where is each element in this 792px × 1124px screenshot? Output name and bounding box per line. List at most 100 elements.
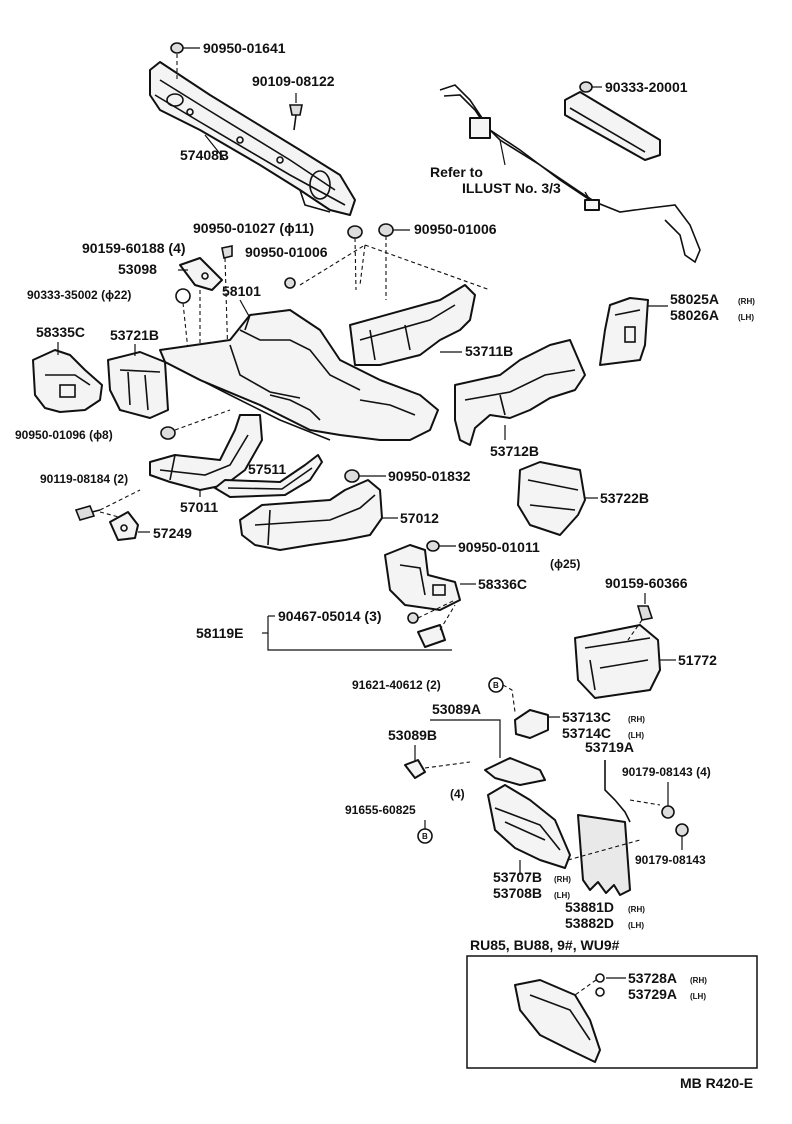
label-90333-35002: 90333-35002 (ϕ22) (27, 288, 131, 302)
label-51772: 51772 (678, 652, 717, 668)
part-53712b-wheelhouse (454, 339, 586, 446)
inset-box (466, 955, 758, 1069)
part-58025a-side-panel (599, 297, 649, 366)
part-53728a-guard (514, 973, 605, 1063)
tag-53882d-lh: (LH) (628, 921, 644, 930)
label-57249: 57249 (153, 525, 192, 541)
fastener-90950-01641 (170, 42, 200, 82)
leader-58101 (239, 299, 251, 319)
label-models: RU85, BU88, 9#, WU9# (470, 937, 620, 953)
part-51772-step (574, 624, 661, 699)
part-58336c-bracket (384, 544, 461, 611)
tag-53714c-lh: (LH) (628, 731, 644, 740)
fastener-90950-01011 (426, 540, 440, 552)
label-53719a: 53719A (585, 739, 634, 755)
label-58101: 58101 (222, 283, 261, 299)
label-90950-01641: 90950-01641 (203, 40, 286, 56)
label-58336c: 58336C (478, 576, 527, 592)
fastener-90950-01832 (344, 469, 360, 483)
part-53881d-mudflap (567, 814, 641, 896)
fastener-90159-60366 (627, 605, 654, 641)
tag-53708b-lh: (LH) (554, 891, 570, 900)
label-illust: ILLUST No. 3/3 (462, 180, 561, 196)
part-brake-line-assembly (439, 84, 701, 264)
tag-53713c-rh: (RH) (628, 715, 645, 724)
part-53713c-bracket (514, 709, 549, 739)
label-90467-05014: 90467-05014 (3) (278, 608, 382, 624)
tag-53881d-rh: (RH) (628, 905, 645, 914)
label-refer-to: Refer to (430, 164, 483, 180)
tag-53728a-rh: (RH) (690, 976, 707, 985)
reference-code: MB R420-E (680, 1075, 753, 1091)
label-53728a: 53728A (628, 970, 677, 986)
fastener-90950-01006-a (378, 223, 410, 300)
part-53722b-panel (517, 461, 586, 536)
label-91621-40612: 91621-40612 (2) (352, 678, 441, 692)
label-53882d: 53882D (565, 915, 614, 931)
fastener-90950-01006-b (284, 277, 296, 289)
fastener-90179-08143-a (661, 805, 675, 819)
label-53713c: 53713C (562, 709, 611, 725)
label-91655-60825: 91655-60825 (345, 803, 416, 817)
part-53711b-panel (349, 284, 476, 366)
label-57511: 57511 (248, 461, 286, 477)
label-53707b: 53707B (493, 869, 542, 885)
label-90950-01006-a: 90950-01006 (414, 221, 497, 237)
guide-floor-outline (299, 244, 491, 291)
label-90950-01096: 90950-01096 (ϕ8) (15, 428, 113, 442)
part-floor-rail-top-right (564, 81, 661, 161)
label-90950-01011: 90950-01011 (458, 539, 540, 555)
part-58119e-group (262, 599, 456, 651)
part-53089b-clip (404, 759, 471, 779)
label-57408b: 57408B (180, 147, 229, 163)
label-90179-08143-b: 90179-08143 (635, 853, 706, 867)
part-57249-bracket (109, 511, 139, 541)
label-90159-60188: 90159-60188 (4) (82, 240, 186, 256)
label-90950-01006-b: 90950-01006 (245, 244, 328, 260)
fastener-90179-08143-b (675, 823, 689, 837)
fastener-90109-08122 (289, 93, 303, 131)
part-57011-rail (149, 414, 263, 491)
label-58119e: 58119E (196, 625, 244, 641)
label-53712b: 53712B (490, 443, 539, 459)
label-90119-08184: 90119-08184 (2) (40, 472, 128, 486)
label-53729a: 53729A (628, 986, 677, 1002)
label-53714c: 53714C (562, 725, 611, 741)
label-90333-20001: 90333-20001 (605, 79, 688, 95)
label-90950-01027: 90950-01027 (ϕ11) (193, 220, 314, 236)
leader-57408b (204, 134, 226, 161)
label-53089b: 53089B (388, 727, 437, 743)
tag-58025a-rh: (RH) (738, 297, 755, 306)
tag-53729a-lh: (LH) (690, 992, 706, 1001)
callout-b-bottom-letter: B (422, 832, 428, 841)
part-57511-reinforcement (214, 454, 323, 498)
label-58026a: 58026A (670, 307, 719, 323)
guide-90950-01096 (174, 409, 231, 431)
fastener-90950-01096 (160, 426, 176, 440)
leader-53089a (430, 719, 501, 758)
leader-refer (499, 139, 506, 166)
fastener-90950-01027 (347, 225, 363, 291)
part-53707b-mudguard (487, 784, 571, 869)
part-57408b-crossmember (149, 61, 356, 216)
label-53098: 53098 (118, 261, 157, 277)
label-57011: 57011 (180, 499, 218, 515)
part-53721b-bracket (107, 351, 169, 419)
label-90109-08122: 90109-08122 (252, 73, 335, 89)
tag-53707b-rh: (RH) (554, 875, 571, 884)
part-58101-floor-pan (159, 309, 439, 441)
leader-illust (584, 191, 591, 201)
label-53089a: 53089A (432, 701, 481, 717)
label-58335c: 58335C (36, 324, 85, 340)
label-53711b: 53711B (465, 343, 513, 359)
label-90159-60366: 90159-60366 (605, 575, 688, 591)
label-90950-01832: 90950-01832 (388, 468, 471, 484)
label-53881d: 53881D (565, 899, 614, 915)
guide-91621-40612 (502, 684, 516, 713)
part-53089a-strip (484, 757, 546, 786)
label-90950-01011-size: (ϕ25) (550, 557, 580, 571)
label-qty-4: (4) (450, 787, 465, 801)
fastener-90333-35002 (175, 288, 191, 351)
callout-b-bottom: B (417, 828, 433, 844)
